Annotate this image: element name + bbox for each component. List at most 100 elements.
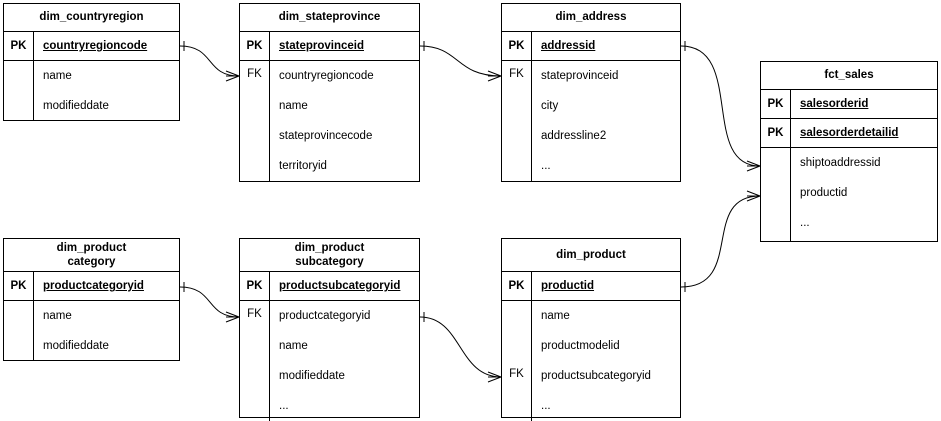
attribute-column: countryregioncode name stateprovincecode te… (270, 61, 419, 181)
attribute-group: FK name productmodelid productsubcategoryid… (502, 301, 680, 421)
cardinality-many-marker (746, 190, 761, 202)
relationship-line (680, 45, 761, 167)
attribute-group: FK stateprovinceid city addressline2... (502, 61, 680, 181)
attribute-row[interactable]: stateprovincecode (279, 130, 373, 142)
attribute-row[interactable]: name (279, 100, 308, 112)
pk-marker: PK (502, 272, 532, 300)
key-row[interactable]: PK productsubcategoryid (240, 272, 419, 301)
attribute-row[interactable]: ... (541, 160, 551, 172)
attribute-row[interactable]: ... (800, 217, 810, 229)
relationship-countryregion-to-stateprovince (179, 41, 240, 82)
attribute-row[interactable]: modifieddate (279, 370, 345, 382)
attribute-row[interactable]: modifieddate (43, 340, 109, 352)
attribute-row[interactable]: city (541, 100, 559, 112)
pk-marker: PK (4, 32, 34, 60)
relationship-stateprovince-to-address (419, 41, 502, 82)
attribute-column: name modifieddate (34, 301, 179, 361)
attribute-group: name modifieddate (4, 301, 179, 361)
attribute-row[interactable]: modifieddate (43, 100, 109, 112)
fk-marker: FK (509, 68, 524, 80)
entity-title: dim_product (502, 239, 680, 272)
fk-marker: FK (247, 68, 262, 80)
attribute-column: productcategoryid name modifieddate... (270, 301, 419, 421)
relationship-line (419, 45, 502, 77)
relationship-line (680, 195, 761, 288)
relationship-line (419, 316, 502, 378)
key-field-name: productcategoryid (43, 280, 144, 292)
relationship-line (179, 286, 240, 318)
attribute-row[interactable]: shiptoaddressid (800, 157, 881, 169)
entity-body: PK countryregioncode name modifieddate (4, 32, 179, 121)
relationship-productcategory-to-subcategory (179, 282, 240, 323)
key-field-name: salesorderdetailid (800, 127, 899, 139)
attribute-row[interactable]: name (43, 310, 72, 322)
fk-marker-column (761, 148, 791, 241)
attribute-row[interactable]: name (279, 340, 308, 352)
entity-title: dim_address (502, 4, 680, 32)
fk-marker-column (4, 301, 34, 361)
key-field-name: countryregioncode (43, 40, 148, 52)
entity-title: dim_stateprovince (240, 4, 419, 32)
pk-marker: PK (761, 119, 791, 147)
fk-marker-column (4, 61, 34, 121)
attribute-row[interactable]: productmodelid (541, 340, 620, 352)
key-row[interactable]: PK countryregioncode (4, 32, 179, 61)
pk-marker: PK (502, 32, 532, 60)
key-field-name: productsubcategoryid (279, 280, 401, 292)
attribute-group: name modifieddate (4, 61, 179, 121)
attribute-row[interactable]: name (541, 310, 570, 322)
attribute-row[interactable]: stateprovinceid (541, 70, 619, 82)
fk-marker-column: FK (502, 301, 532, 421)
attribute-column: name modifieddate (34, 61, 179, 121)
cardinality-many-marker (225, 311, 240, 323)
attribute-row[interactable]: countryregioncode (279, 70, 374, 82)
cardinality-many-marker (746, 160, 761, 172)
attribute-row[interactable]: productsubcategoryid (541, 370, 651, 382)
attribute-column: stateprovinceid city addressline2... (532, 61, 680, 181)
attribute-row[interactable]: addressline2 (541, 130, 607, 142)
attribute-row[interactable]: territoryid (279, 160, 327, 172)
pk-marker: PK (240, 272, 270, 300)
attribute-row[interactable]: ... (541, 400, 551, 412)
fk-marker-column: FK (240, 301, 270, 421)
attribute-row[interactable]: productcategoryid (279, 310, 371, 322)
attribute-group: FK countryregioncode name stateprovincecode… (240, 61, 419, 181)
attribute-group: FK productcategoryid name modifieddate... (240, 301, 419, 421)
entity-title: fct_sales (761, 62, 937, 90)
relationship-line (179, 45, 240, 77)
cardinality-many-marker (487, 371, 502, 383)
entity-title: dim_product category (4, 239, 179, 272)
fk-marker: FK (247, 308, 262, 320)
key-field-name: salesorderid (800, 98, 869, 110)
attribute-column: shiptoaddressid productid... (791, 148, 937, 241)
relationship-subcategory-to-product (419, 312, 502, 383)
attribute-row[interactable]: ... (279, 400, 289, 412)
attribute-row[interactable]: productid (800, 187, 848, 199)
fk-marker: FK (509, 368, 524, 380)
relationship-product-to-fctsales (680, 190, 761, 292)
fk-marker-column: FK (502, 61, 532, 181)
key-row[interactable]: PK salesorderdetailid (761, 119, 937, 148)
pk-marker: PK (240, 32, 270, 60)
entity-title: dim_countryregion (4, 4, 179, 32)
cardinality-many-marker (225, 70, 240, 82)
attribute-row[interactable]: name (43, 70, 72, 82)
